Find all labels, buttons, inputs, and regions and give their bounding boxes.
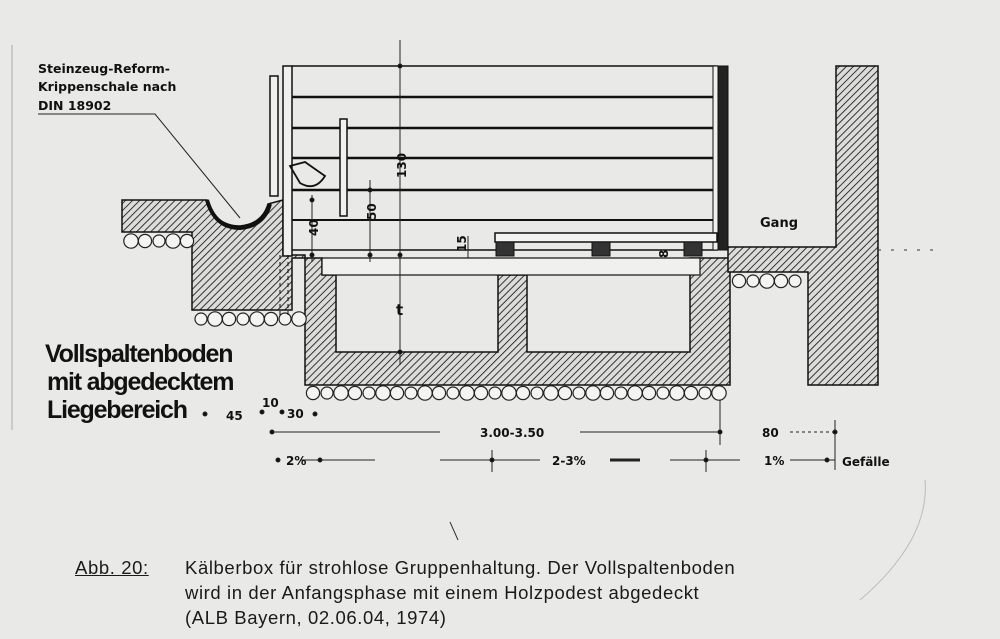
gravel-stone [698,386,712,400]
gravel-stone [731,273,747,289]
calf-box [269,65,729,318]
dim-10: 10 [262,396,279,410]
gravel-stone [473,385,489,401]
gravel-stone [249,311,265,327]
gravel-stone [347,385,363,401]
gravel-stone [333,385,349,401]
gravel-stone [746,274,760,288]
gravel-stone [165,233,181,249]
gravel-stone [446,386,460,400]
gravel-stone [515,385,531,401]
leader-line [38,113,241,219]
gravel-stone [788,274,802,288]
gravel-stone [599,385,615,401]
gravel-stone [263,311,279,327]
gravel-stone [152,234,166,248]
dimension-lines [202,40,838,472]
drawing-title-line: mit abgedecktem [47,368,233,396]
gravel-stone [773,273,789,289]
gravel-stone [669,385,685,401]
gravel-stone [404,386,418,400]
dim-130: 130 [395,153,409,178]
gravel-stone [236,312,250,326]
gravel-stone [179,233,195,249]
gravel-stone [656,386,670,400]
annotation-line: Krippenschale nach [38,79,176,94]
gravel-stone [543,385,559,401]
dim-15: 15 [455,235,469,252]
scratch-mark [859,479,926,601]
gravel-stone [417,385,433,401]
gravel-stone [614,386,628,400]
gravel-stone [459,385,475,401]
caption-line: (ALB Bayern, 02.06.04, 1974) [185,607,447,628]
gravel-stone [557,385,573,401]
gravel-stone [431,385,447,401]
gravel-stone [641,385,657,401]
gravel-stone [572,386,586,400]
gravel-stone [137,233,153,249]
annotation-line: Steinzeug-Reform- [38,61,170,76]
slope-right: 1% [764,454,784,468]
slope-middle: 2-3% [552,454,586,468]
slope-label: Gefälle [842,455,890,469]
gravel-stone [501,385,517,401]
slope-left: 2% [286,454,306,468]
depth-label: t [396,301,403,319]
gravel-stone [362,386,376,400]
gravel-stone [585,385,601,401]
drawing-title-line: Liegebereich [47,396,187,424]
annotation-line: DIN 18902 [38,98,111,113]
caption-line: wird in der Anfangsphase mit einem Holzp… [185,582,700,603]
concrete-foundation [121,65,940,386]
drawing-title-line: Vollspaltenboden [45,340,232,368]
gravel-stone [194,312,208,326]
gravel-stone [488,386,502,400]
gravel-stone [320,386,334,400]
gravel-stone [530,386,544,400]
dim-45: 45 [226,409,243,423]
gravel-stone [627,385,643,401]
gravel-stone [375,385,391,401]
gravel-stone [759,273,775,289]
dim-40: 40 [307,219,321,236]
gravel-stone [207,311,223,327]
dim-box-width: 3.00-3.50 [480,426,544,440]
gravel-stone [389,385,405,401]
figure-number: Abb. 20: [75,557,149,578]
gravel-stone [305,385,321,401]
pencil-mark [449,521,459,541]
trough-annotation: Steinzeug-Reform- Krippenschale nach DIN… [38,61,241,219]
dim-30: 30 [287,407,304,421]
gravel-bed [123,233,802,401]
corridor-label: Gang [760,216,798,231]
gravel-stone [123,233,139,249]
gravel-stone [291,311,307,327]
gravel-stone [683,385,699,401]
figure-caption: Abb. 20: Kälberbox für strohlose Gruppenh… [75,555,735,630]
dim-8: 8 [657,250,671,258]
gravel-stone [711,385,727,401]
dim-corridor-width: 80 [762,426,779,440]
caption-line: Kälberbox für strohlose Gruppenhaltung. … [185,557,736,578]
corridor-wall [727,65,879,386]
gravel-stone [221,311,237,327]
gravel-stone [278,312,292,326]
dim-50: 50 [365,203,379,220]
